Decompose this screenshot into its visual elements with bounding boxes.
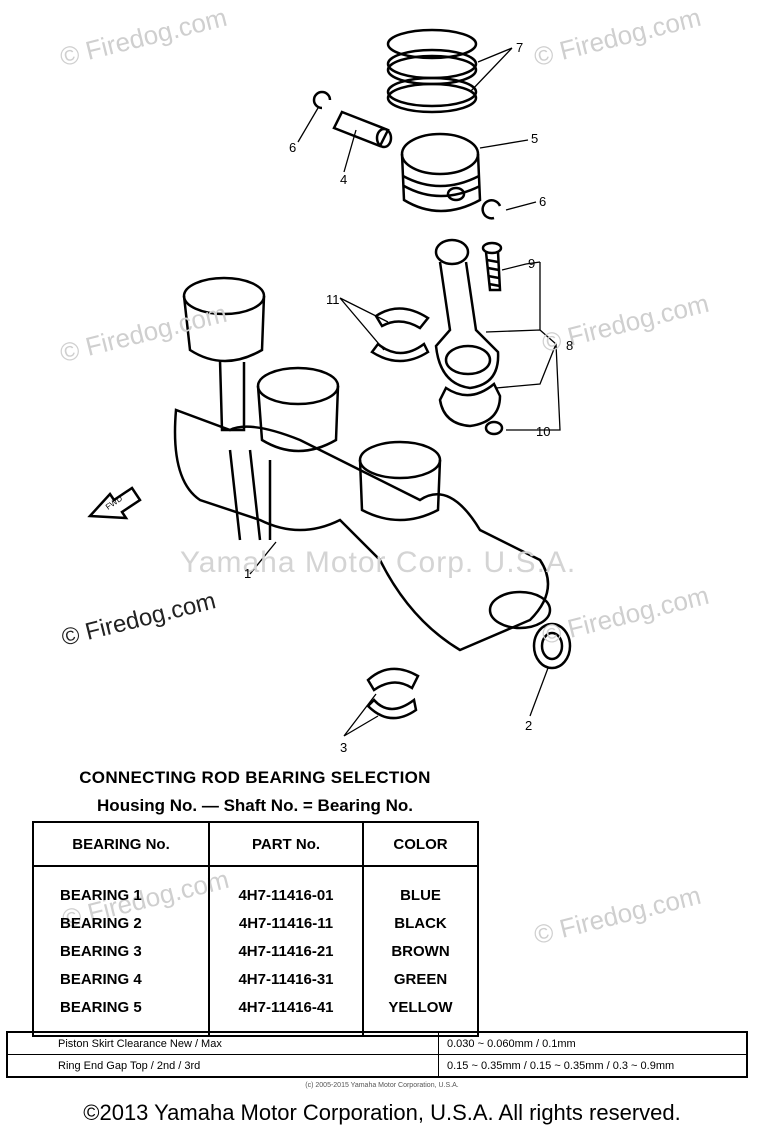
- part-number: 4H7-11416-41: [209, 993, 364, 1021]
- part-number: 4H7-11416-31: [209, 965, 364, 993]
- table-row: BEARING 5 4H7-11416-41 YELLOW: [33, 993, 478, 1021]
- spec-label: Ring End Gap Top / 2nd / 3rd: [7, 1054, 439, 1078]
- table-header-row: BEARING No. PART No. COLOR: [33, 822, 478, 867]
- small-copyright: (c) 2005-2015 Yamaha Motor Corporation, …: [305, 1082, 459, 1089]
- header-color: COLOR: [363, 822, 478, 867]
- callout-4: 4: [340, 172, 348, 187]
- callout-5: 5: [531, 131, 539, 146]
- bearing-halves-upper: [370, 307, 430, 363]
- bearing-name: BEARING 2: [33, 909, 210, 937]
- callout-6-right: 6: [539, 194, 547, 209]
- spec-value: 0.030 ~ 0.060mm / 0.1mm: [438, 1032, 747, 1055]
- part-number: 4H7-11416-11: [209, 909, 364, 937]
- table-row: BEARING 1 4H7-11416-01 BLUE: [33, 881, 478, 909]
- part-number: 4H7-11416-21: [209, 937, 364, 965]
- callout-10: 10: [536, 424, 551, 439]
- selection-title: CONNECTING ROD BEARING SELECTION: [79, 768, 431, 787]
- circlip-left: [312, 90, 332, 110]
- callout-3: 3: [340, 740, 348, 755]
- spec-row: Piston Skirt Clearance New / Max 0.030 ~…: [7, 1032, 747, 1055]
- crankshaft-assembly: [173, 276, 572, 670]
- callout-2: 2: [525, 718, 533, 733]
- bearing-color: BROWN: [391, 942, 450, 960]
- callout-6-left: 6: [289, 140, 297, 155]
- circlip-right: [481, 199, 502, 220]
- table-row: BEARING 4 4H7-11416-31 GREEN: [33, 965, 478, 993]
- rod-bolt: [481, 241, 503, 292]
- header-bearing-no: BEARING No.: [33, 822, 210, 867]
- fwd-arrow: [87, 486, 142, 520]
- bearing-name: BEARING 1: [33, 881, 210, 909]
- bearing-color: GREEN: [393, 970, 448, 988]
- connecting-rod: [434, 238, 500, 390]
- bearing-name: BEARING 3: [33, 937, 210, 965]
- footer-copyright: ©2013 Yamaha Motor Corporation, U.S.A. A…: [83, 1100, 681, 1125]
- bearing-color: BLACK: [394, 914, 447, 932]
- callout-11: 11: [326, 292, 340, 307]
- parts-diagram: FWD: [87, 28, 572, 737]
- callout-8: 8: [566, 338, 574, 353]
- bearing-color: BLUE: [400, 886, 441, 904]
- spec-label: Piston Skirt Clearance New / Max: [7, 1032, 439, 1055]
- selection-subtitle: Housing No. — Shaft No. = Bearing No.: [97, 796, 413, 815]
- bearing-name: BEARING 5: [33, 993, 210, 1021]
- bearing-name: BEARING 4: [33, 965, 210, 993]
- header-part-no: PART No.: [209, 822, 364, 867]
- watermark-firedog: © Firedog.com: [530, 879, 704, 951]
- piston-rings: [386, 28, 478, 114]
- spec-value: 0.15 ~ 0.35mm / 0.15 ~ 0.35mm / 0.3 ~ 0.…: [438, 1054, 747, 1078]
- callout-9: 9: [528, 256, 536, 271]
- callout-7: 7: [516, 40, 524, 55]
- spec-row: Ring End Gap Top / 2nd / 3rd 0.15 ~ 0.35…: [7, 1054, 747, 1078]
- piston-pin: [332, 110, 393, 149]
- piston: [400, 132, 482, 213]
- callout-1: 1: [244, 566, 252, 581]
- spec-table: Piston Skirt Clearance New / Max 0.030 ~…: [6, 1031, 748, 1078]
- table-row: BEARING 2 4H7-11416-11 BLACK: [33, 909, 478, 937]
- bearing-color: YELLOW: [388, 998, 453, 1016]
- rod-cap: [438, 382, 504, 436]
- table-row: BEARING 3 4H7-11416-21 BROWN: [33, 937, 478, 965]
- bearing-table: BEARING No. PART No. COLOR BEARING 1 4H7…: [32, 821, 479, 1037]
- bearing-halves-lower: [366, 667, 420, 720]
- part-number: 4H7-11416-01: [209, 881, 364, 909]
- leader-lines: [249, 47, 561, 737]
- watermark-yamaha: Yamaha Motor Corp. U.S.A.: [180, 546, 577, 579]
